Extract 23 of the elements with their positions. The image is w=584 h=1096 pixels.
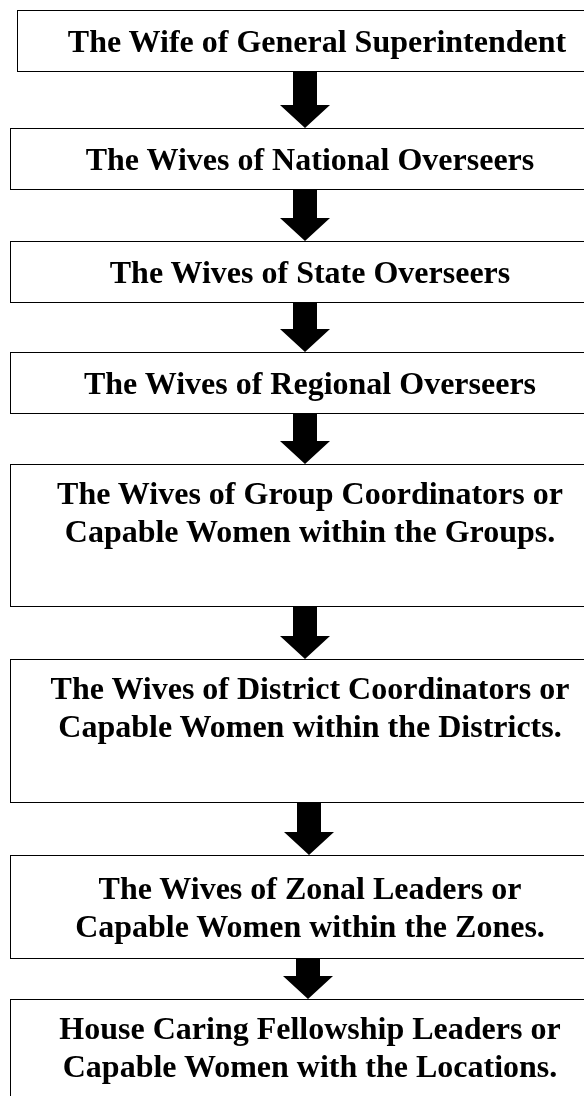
block-arrow [283,959,333,999]
block-arrow [280,190,330,241]
process-box [17,10,584,72]
process-box [10,659,584,803]
box-label: The Wives of Zonal Leaders or Capable Women within the Zones. [74,869,546,945]
box-label: The Wives of Group Coordinators or Capable Women within the Groups. [56,474,564,550]
block-arrow [284,803,334,855]
block-arrow [280,607,330,659]
process-box [10,464,584,607]
box-label: The Wives of Regional Overseers [83,364,537,402]
process-box [10,352,584,414]
process-box [10,241,584,303]
box-label: The Wives of State Overseers [109,253,511,291]
process-box [10,999,584,1096]
box-label: House Caring Fellowship Leaders or Capable Women with the Locations. [58,1009,562,1085]
process-box [10,128,584,190]
box-label: The Wives of District Coordinators or Capable Women within the Districts. [49,669,571,745]
box-label: The Wives of National Overseers [85,140,535,178]
process-box [10,855,584,959]
box-label: The Wife of General Superintendent [67,22,567,60]
block-arrow [280,72,330,128]
block-arrow [280,303,330,352]
block-arrow [280,414,330,464]
